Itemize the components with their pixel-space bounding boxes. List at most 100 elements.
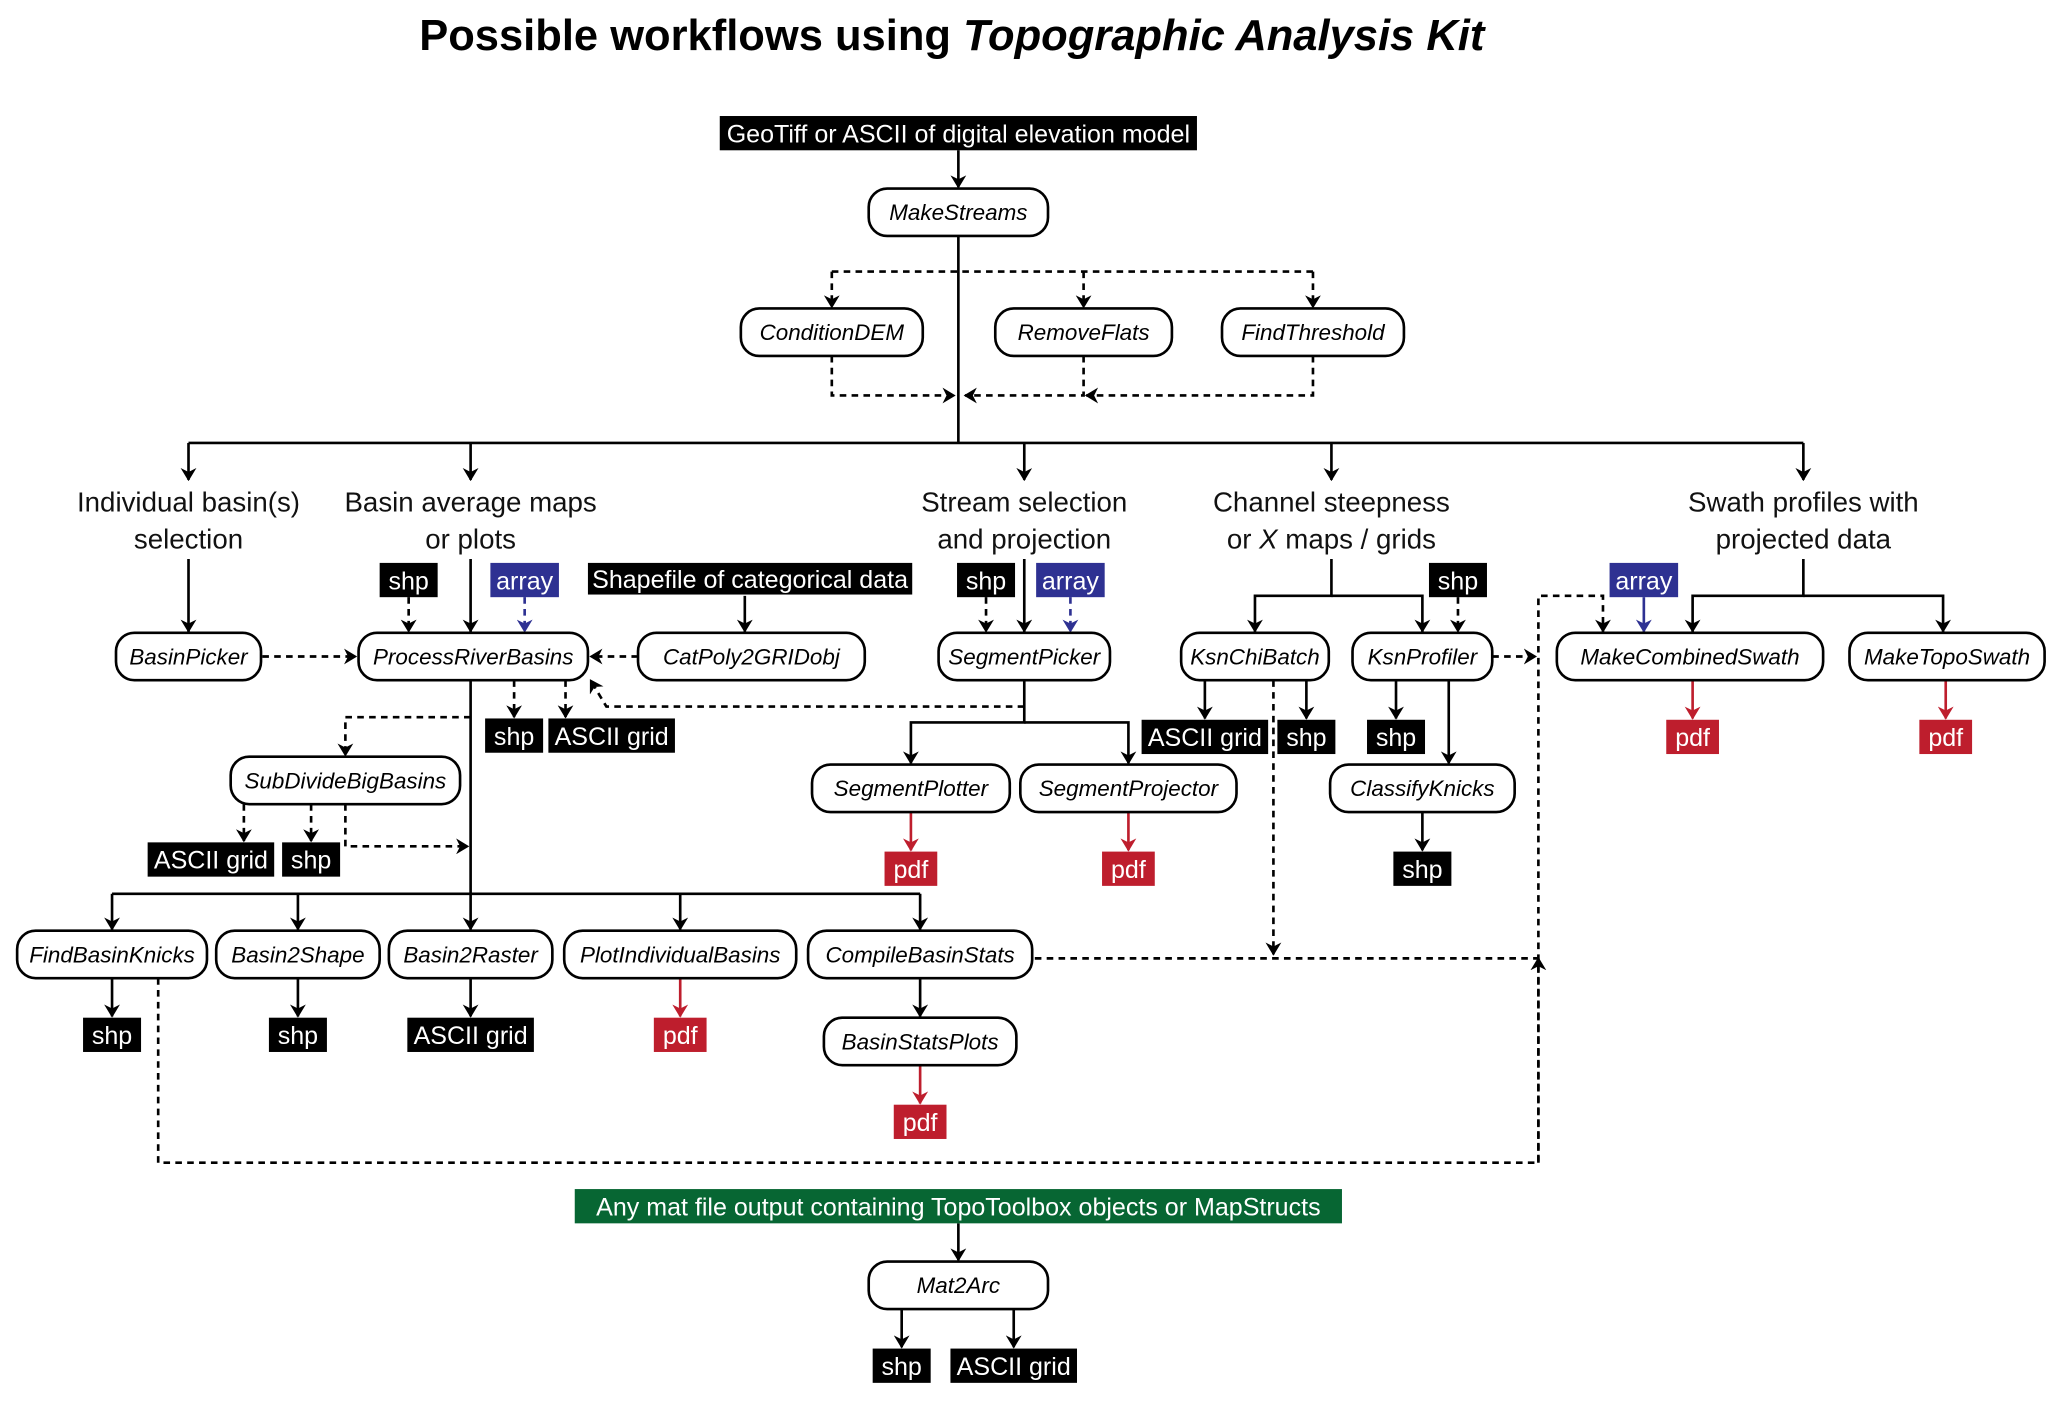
node-label: Basin2Shape — [231, 942, 364, 967]
node-box[interactable] — [1555, 631, 1825, 682]
node-findthreshold[interactable]: FindThreshold — [1220, 307, 1406, 358]
array-output-tag-label: array — [496, 567, 554, 595]
node-box[interactable] — [810, 763, 1012, 814]
node-mat2arc[interactable]: Mat2Arc — [867, 1260, 1050, 1311]
mat-output-banner-label: Any mat file output containing TopoToolb… — [596, 1193, 1320, 1221]
pdf-output-tag-label: pdf — [1111, 856, 1146, 884]
node-maketoposwath[interactable]: MakeTopoSwath — [1848, 631, 2046, 682]
shapefile-categorical-tag-box — [587, 562, 913, 595]
node-ksnprofiler[interactable]: KsnProfiler — [1351, 631, 1494, 682]
ascii-grid-output-tag: ASCII grid — [407, 1017, 534, 1052]
node-segmentprojector[interactable]: SegmentProjector — [1018, 763, 1238, 814]
array-output-tag: array — [1609, 562, 1679, 598]
node-box[interactable] — [937, 631, 1112, 682]
title-italic: Topographic Analysis Kit — [963, 12, 1486, 60]
node-label: BasinStatsPlots — [842, 1029, 999, 1054]
node-box[interactable] — [993, 307, 1174, 358]
node-segmentpicker[interactable]: SegmentPicker — [937, 631, 1112, 682]
node-basin2raster[interactable]: Basin2Raster — [387, 929, 554, 980]
segmentpicker-to-processriverbasins — [589, 679, 1025, 708]
node-label: Basin2Raster — [403, 942, 539, 967]
dem-input-tag-box — [719, 116, 1197, 151]
node-box[interactable] — [387, 929, 554, 980]
ascii-grid-output-tag-box — [147, 842, 275, 877]
node-basin2shape[interactable]: Basin2Shape — [214, 929, 381, 980]
node-basinpicker[interactable]: BasinPicker — [114, 631, 263, 682]
category-line: Swath profiles with — [1688, 486, 1919, 517]
node-box[interactable] — [562, 929, 798, 980]
connector — [1084, 355, 1315, 404]
node-findbasinknicks[interactable]: FindBasinKnicks — [15, 929, 209, 980]
connector — [830, 355, 956, 404]
node-ksnchibatch[interactable]: KsnChiBatch — [1179, 631, 1331, 682]
shp-output-tag-label: shp — [881, 1353, 921, 1381]
pdf-output-tag-box — [1919, 719, 1973, 755]
category-individual: Individual basin(s)selection — [77, 486, 300, 554]
node-label: RemoveFlats — [1018, 320, 1150, 345]
mat-output-banner-box — [574, 1189, 1342, 1224]
ascii-grid-output-tag-label: ASCII grid — [1148, 724, 1262, 752]
node-box[interactable] — [739, 307, 925, 358]
shp-output-tag-box — [83, 1017, 142, 1052]
node-box[interactable] — [1018, 763, 1238, 814]
node-box[interactable] — [636, 631, 867, 682]
node-box[interactable] — [1351, 631, 1494, 682]
node-box[interactable] — [229, 755, 462, 806]
node-box[interactable] — [822, 1016, 1018, 1067]
array-output-tag-box — [1609, 562, 1679, 598]
shp-output-tag: shp — [268, 1017, 327, 1052]
node-processriverbasins[interactable]: ProcessRiverBasins — [357, 631, 590, 682]
node-box[interactable] — [15, 929, 209, 980]
pdf-output-tag: pdf — [893, 1104, 947, 1139]
node-label: SubDivideBigBasins — [244, 768, 446, 793]
node-box[interactable] — [1328, 763, 1516, 814]
pdf-output-tag: pdf — [1102, 851, 1155, 886]
shp-output-tag-box — [872, 1348, 931, 1383]
ascii-grid-output-tag: ASCII grid — [548, 718, 675, 753]
shp-output-tag: shp — [485, 718, 544, 753]
node-catpoly2gridobj[interactable]: CatPoly2GRIDobj — [636, 631, 867, 682]
node-label: ClassifyKnicks — [1350, 776, 1494, 801]
node-box[interactable] — [1179, 631, 1331, 682]
connector — [1024, 721, 1137, 765]
node-label: MakeStreams — [889, 200, 1027, 225]
node-conditiondem[interactable]: ConditionDEM — [739, 307, 925, 358]
dem-input-tag-label: GeoTiff or ASCII of digital elevation mo… — [727, 120, 1190, 148]
ascii-grid-output-tag-box — [548, 718, 675, 753]
node-basinstatsplots[interactable]: BasinStatsPlots — [822, 1016, 1018, 1067]
shp-output-tag-label: shp — [92, 1022, 132, 1050]
ascii-grid-output-tag-box — [950, 1348, 1078, 1383]
pdf-output-tag-label: pdf — [663, 1022, 698, 1050]
node-makestreams[interactable]: MakeStreams — [867, 187, 1050, 238]
node-box[interactable] — [867, 1260, 1050, 1311]
shp-output-tag: shp — [379, 562, 438, 598]
node-box[interactable] — [214, 929, 381, 980]
node-label: MakeCombinedSwath — [1580, 644, 1799, 669]
mat-output-banner: Any mat file output containing TopoToolb… — [574, 1189, 1342, 1224]
pdf-output-tag-box — [1666, 719, 1719, 755]
node-segmentplotter[interactable]: SegmentPlotter — [810, 763, 1012, 814]
node-box[interactable] — [806, 929, 1034, 980]
shp-output-tag-box — [957, 562, 1016, 598]
pdf-output-tag: pdf — [1666, 719, 1719, 755]
node-box[interactable] — [1848, 631, 2046, 682]
link-to-makecombinedswath — [1537, 594, 1611, 1163]
node-makecombinedswath[interactable]: MakeCombinedSwath — [1555, 631, 1825, 682]
node-removeflats[interactable]: RemoveFlats — [993, 307, 1174, 358]
ascii-grid-output-tag-label: ASCII grid — [555, 723, 669, 751]
node-subdividebigbasins[interactable]: SubDivideBigBasins — [229, 755, 462, 806]
shp-output-tag-box — [282, 842, 341, 877]
node-box[interactable] — [1220, 307, 1406, 358]
shp-output-tag-label: shp — [278, 1022, 318, 1050]
node-box[interactable] — [114, 631, 263, 682]
node-classifyknicks[interactable]: ClassifyKnicks — [1328, 763, 1516, 814]
node-box[interactable] — [867, 187, 1050, 238]
node-box[interactable] — [357, 631, 590, 682]
node-label: FindBasinKnicks — [29, 942, 195, 967]
shp-output-tag-label: shp — [494, 723, 534, 751]
node-plotindividualbasins[interactable]: PlotIndividualBasins — [562, 929, 798, 980]
node-compilebasinstats[interactable]: CompileBasinStats — [806, 929, 1034, 980]
